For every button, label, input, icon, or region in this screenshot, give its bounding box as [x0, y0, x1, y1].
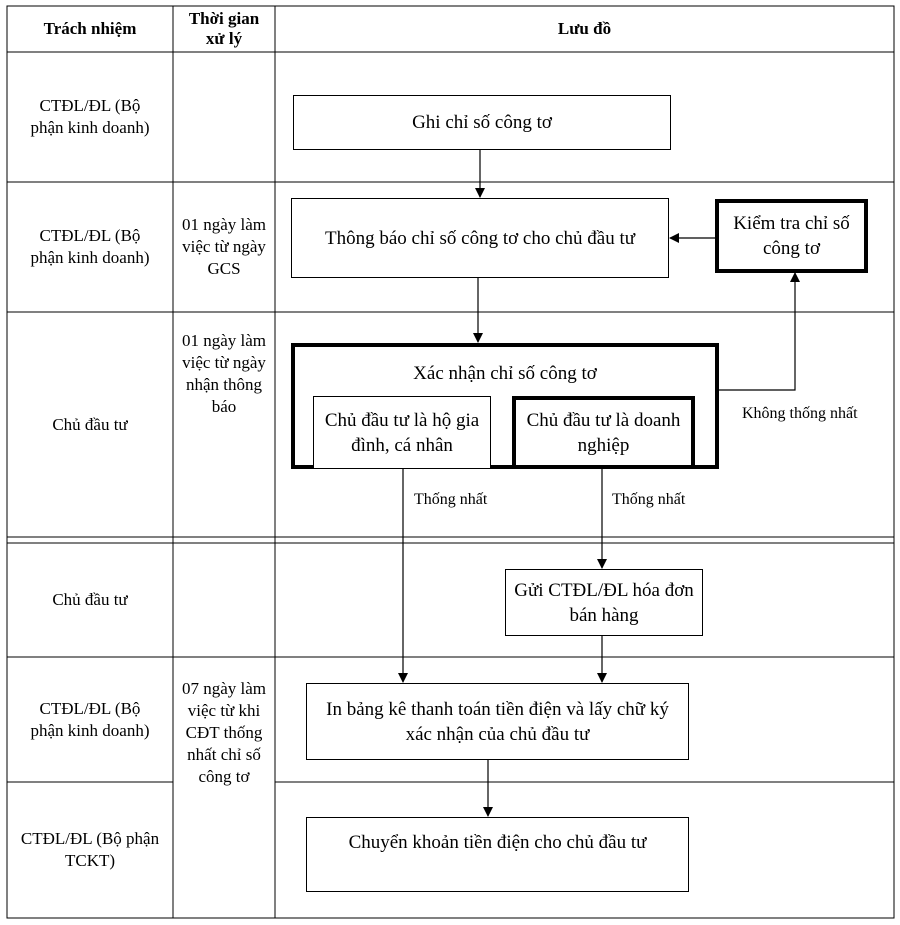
row2-time: 01 ngày làm việc từ ngày GCS [181, 215, 267, 278]
check-meter-box: Kiểm tra chỉ số công tơ [715, 199, 868, 273]
row5-responsible: CTĐL/ĐL (Bộ phận kinh doanh) [30, 698, 150, 740]
investor-enterprise-box: Chủ đầu tư là doanh nghiệp [512, 396, 695, 469]
row3-time: 01 ngày làm việc từ ngày nhận thông báo [181, 331, 267, 416]
record-meter-box: Ghi chỉ số công tơ [293, 95, 671, 150]
transfer-payment-box: Chuyển khoản tiền điện cho chủ đầu tư [306, 817, 689, 892]
confirm-meter-group: Xác nhận chỉ số công tơ [291, 343, 719, 469]
row4-responsible: Chủ đầu tư [52, 590, 128, 609]
label-disagree: Không thống nhất [742, 405, 858, 422]
arrow-confirm-to-check [719, 272, 800, 391]
label-agree-enterprise: Thống nhất [612, 491, 686, 508]
row2-responsible: CTĐL/ĐL (Bộ phận kinh doanh) [30, 226, 150, 267]
row1-responsible: CTĐL/ĐL (Bộ phận kinh doanh) [30, 96, 150, 137]
row6-responsible: CTĐL/ĐL (Bộ phận TCKT) [20, 829, 160, 870]
row3-responsible: Chủ đầu tư [52, 414, 128, 434]
notify-investor-box: Thông báo chỉ số công tơ cho chủ đầu tư [291, 198, 669, 278]
print-statement-box: In bảng kê thanh toán tiền điện và lấy c… [306, 683, 689, 760]
header-processing-time: Thời gian xử lý [188, 9, 260, 48]
send-invoice-box: Gửi CTĐL/ĐL hóa đơn bán hàng [505, 569, 703, 636]
header-responsibility: Trách nhiệm [43, 19, 137, 38]
investor-household-box: Chủ đầu tư là hộ gia đình, cá nhân [313, 396, 491, 469]
row5-time: 07 ngày làm việc từ khi CĐT thống nhất c… [181, 679, 267, 786]
label-agree-household: Thống nhất [414, 491, 488, 508]
confirm-meter-title: Xác nhận chỉ số công tơ [413, 363, 597, 384]
header-flowchart: Lưu đồ [557, 19, 612, 38]
